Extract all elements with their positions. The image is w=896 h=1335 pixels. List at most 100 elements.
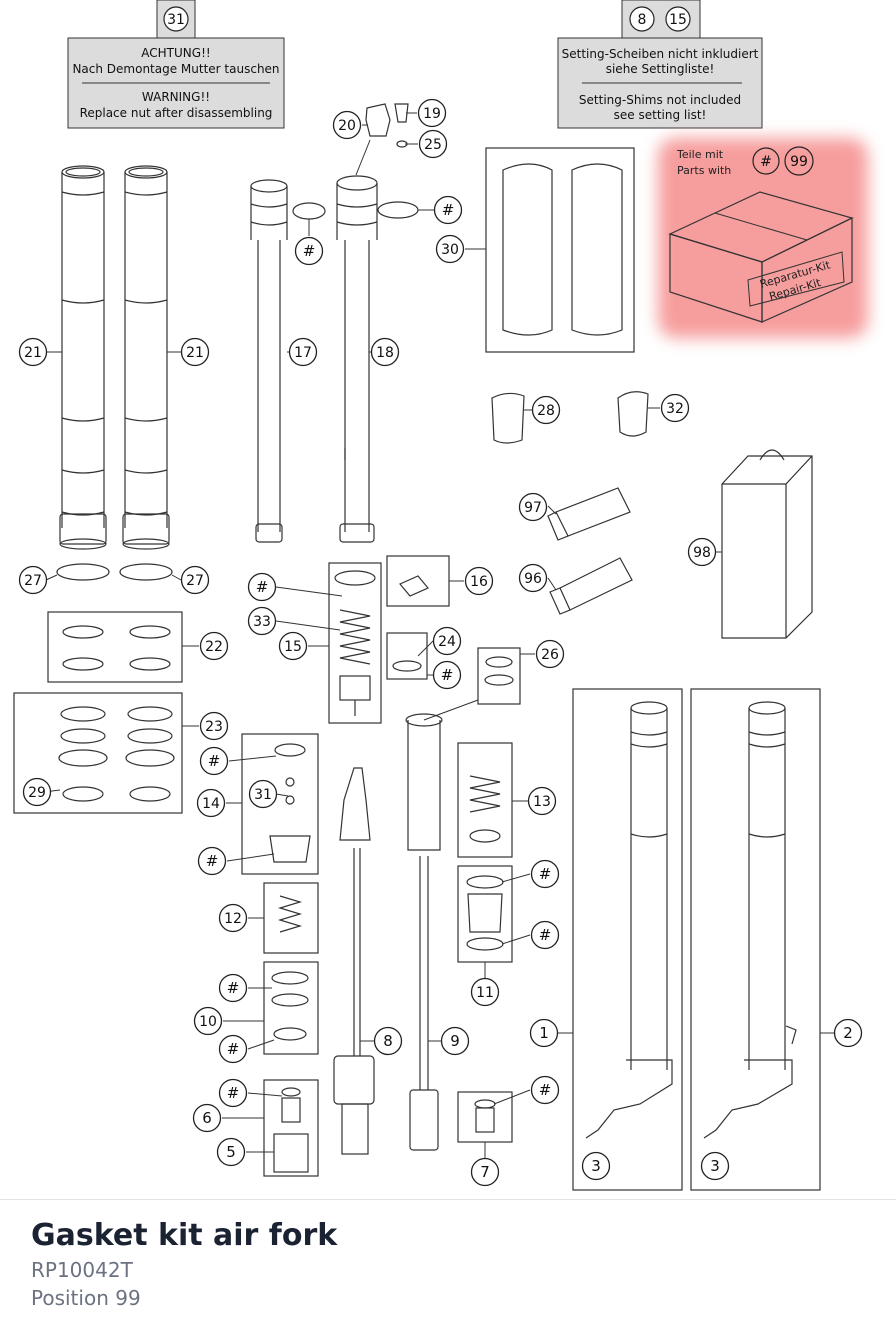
- callout-label: #: [227, 979, 240, 997]
- screw-19: [394, 103, 409, 123]
- callout-label: 1: [539, 1024, 549, 1042]
- callout-circle: [216, 1137, 246, 1167]
- callout-label: #: [441, 666, 454, 684]
- callout-c15: 15: [278, 631, 308, 661]
- callout-circle: [535, 639, 565, 669]
- exploded-parts-diagram: 31 ACHTUNG!! Nach Demontage Mutter tausc…: [13, 0, 868, 1191]
- callout-hash11: #: [530, 920, 560, 950]
- callout-circle: [180, 565, 210, 595]
- callout-c33: 33: [247, 606, 277, 636]
- bushing-box-22: [47, 611, 183, 683]
- callout-c20: 20: [332, 110, 362, 140]
- parts-box-16: [386, 555, 450, 607]
- piston-box-10: [263, 961, 319, 1055]
- callout-label: 8: [383, 1032, 393, 1050]
- callout-label: 11: [476, 985, 494, 1001]
- callout-label: #: [227, 1084, 240, 1102]
- fork-guard-left: [502, 163, 553, 336]
- callout-c7: 7: [470, 1157, 500, 1187]
- fork-leg-1: [585, 701, 673, 1139]
- callout-circle: [433, 195, 463, 225]
- callout-label: 16: [470, 574, 488, 590]
- callout-c6: 6: [192, 1103, 222, 1133]
- callout-hash7: #: [218, 973, 248, 1003]
- callout-label: 22: [205, 639, 223, 655]
- callout-c30: 30: [435, 234, 465, 264]
- callout-c27a: 27: [18, 565, 48, 595]
- spring-box-13: [457, 742, 513, 858]
- callout-c26: 26: [535, 639, 565, 669]
- callout-circle: [192, 1103, 222, 1133]
- callout-circle: [432, 626, 462, 656]
- valve-box-14: [241, 733, 319, 875]
- callout-hash5: #: [199, 746, 229, 776]
- callout-label: 28: [537, 403, 555, 419]
- warning-en-title: WARNING!!: [142, 90, 210, 104]
- callout-label: 96: [524, 571, 542, 587]
- callout-c31b: 31: [248, 779, 278, 809]
- callout-circle: [518, 563, 548, 593]
- callout-circle: [199, 746, 229, 776]
- seal-box-24: [386, 632, 428, 680]
- callout-circle: [435, 234, 465, 264]
- callout-hash6: #: [197, 846, 227, 876]
- callout-circle: [288, 337, 318, 367]
- kit-ref-99: 99: [790, 154, 808, 170]
- callout-hash3: #: [247, 572, 277, 602]
- spring-box-12: [263, 882, 319, 954]
- callout-circle: [518, 492, 548, 522]
- callout-label: #: [206, 852, 219, 870]
- callout-label: 98: [693, 545, 711, 561]
- warning-note: 31 ACHTUNG!! Nach Demontage Mutter tausc…: [67, 0, 285, 129]
- kit-ref-hash: #: [760, 154, 772, 170]
- part-drawings: [13, 103, 821, 1191]
- callout-label: 97: [524, 500, 542, 516]
- valve-box-6: [263, 1079, 319, 1177]
- warning-ref-label: 31: [167, 12, 185, 28]
- damper-rod-8: [333, 767, 375, 1155]
- guide-ring-27b: [119, 563, 173, 581]
- callout-circle: [418, 129, 448, 159]
- callout-c23: 23: [199, 711, 229, 741]
- callout-label: 23: [205, 719, 223, 735]
- sticker-32: [617, 391, 649, 437]
- kit-en-line: Parts with: [677, 164, 731, 177]
- callout-circle: [373, 1026, 403, 1056]
- callout-label: #: [227, 1040, 240, 1058]
- callout-label: 25: [424, 137, 442, 153]
- oil-can-98: [721, 455, 813, 639]
- outer-tube-left: [59, 165, 107, 550]
- warning-de-title: ACHTUNG!!: [141, 46, 210, 60]
- callout-circle: [218, 1034, 248, 1064]
- callout-c32: 32: [660, 393, 690, 423]
- callout-label: 27: [186, 573, 204, 589]
- fork-guard-box: [485, 147, 635, 353]
- callout-c1: 1: [529, 1018, 559, 1048]
- callout-circle: [218, 973, 248, 1003]
- callout-label: 17: [294, 345, 312, 361]
- callout-c24: 24: [432, 626, 462, 656]
- callout-circle: [247, 606, 277, 636]
- callout-circle: [218, 1078, 248, 1108]
- callout-c19: 19: [417, 98, 447, 128]
- callout-c2: 2: [833, 1018, 863, 1048]
- callout-label: 19: [423, 106, 441, 122]
- callout-label: #: [539, 1081, 552, 1099]
- outer-tube-right: [122, 165, 170, 550]
- callout-hash10: #: [530, 859, 560, 889]
- callout-label: 10: [199, 1014, 217, 1030]
- callout-label: #: [442, 201, 455, 219]
- callout-circle: [432, 660, 462, 690]
- setting-en-line1: Setting-Shims not included: [579, 93, 741, 107]
- callout-c22: 22: [199, 631, 229, 661]
- callout-circle: [248, 779, 278, 809]
- o-ring-18: [377, 201, 419, 219]
- callout-circle: [199, 631, 229, 661]
- callout-label: 31: [254, 787, 272, 803]
- callout-c10: 10: [193, 1006, 223, 1036]
- callout-circle: [700, 1151, 730, 1181]
- callout-circle: [218, 903, 248, 933]
- piston-box-26: [477, 647, 521, 705]
- damper-rod-9: [405, 713, 443, 1151]
